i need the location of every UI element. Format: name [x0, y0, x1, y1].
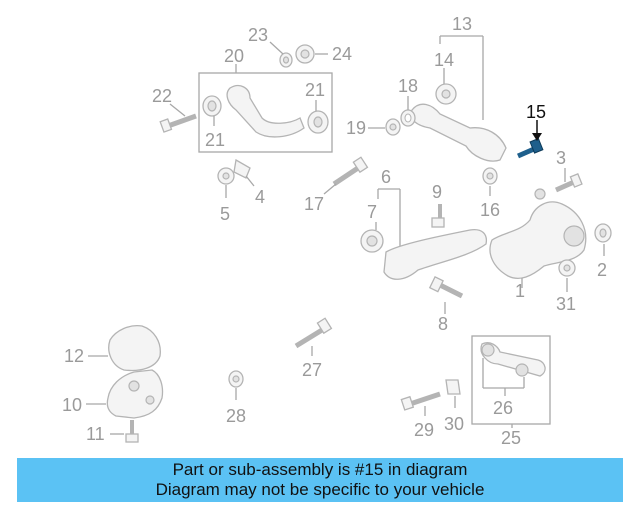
- part-12-cover[interactable]: [108, 324, 161, 372]
- label-29: 29: [414, 420, 434, 440]
- label-24: 24: [332, 44, 352, 64]
- label-30: 30: [444, 414, 464, 434]
- part-9-bolt[interactable]: [431, 204, 445, 228]
- leader-15-arrow: [532, 133, 542, 141]
- part-4-bracket[interactable]: [233, 158, 251, 179]
- label-2: 2: [597, 260, 607, 280]
- label-4: 4: [255, 187, 265, 207]
- label-28: 28: [226, 406, 246, 426]
- label-26: 26: [493, 398, 513, 418]
- part-5-bushing[interactable]: [217, 167, 235, 185]
- label-3: 3: [556, 148, 566, 168]
- leader-23: [269, 41, 284, 55]
- part-1-knuckle[interactable]: [489, 188, 587, 280]
- part-30-clip[interactable]: [445, 379, 461, 395]
- part-7-bushing[interactable]: [360, 229, 384, 253]
- label-18: 18: [398, 76, 418, 96]
- label-5: 5: [220, 204, 230, 224]
- label-11: 11: [86, 424, 105, 444]
- leader-22: [169, 103, 186, 117]
- label-19: 19: [346, 118, 366, 138]
- leader-4: [245, 175, 255, 187]
- label-25: 25: [501, 428, 521, 448]
- label-31: 31: [556, 294, 576, 314]
- part-21-bushing-left[interactable]: [202, 95, 222, 117]
- part-2-bushing[interactable]: [594, 223, 612, 243]
- label-1: 1: [515, 281, 525, 301]
- label-16: 16: [480, 200, 500, 220]
- part-21-bushing-right[interactable]: [307, 110, 329, 134]
- part-11-bolt[interactable]: [125, 420, 139, 443]
- part-23-washer[interactable]: [279, 52, 293, 68]
- part-28-bushing[interactable]: [228, 370, 244, 388]
- part-16-bushing[interactable]: [482, 167, 498, 185]
- label-23: 23: [248, 25, 268, 45]
- part-19-washer[interactable]: [385, 118, 401, 136]
- part-10-mount-bracket[interactable]: [106, 369, 164, 419]
- info-banner: Part or sub-assembly is #15 in diagram D…: [17, 458, 623, 502]
- label-27: 27: [302, 360, 322, 380]
- label-17: 17: [304, 194, 324, 214]
- label-13: 13: [452, 14, 472, 34]
- part-17-bolt[interactable]: [332, 156, 369, 187]
- box-25: [471, 335, 551, 425]
- label-14: 14: [434, 50, 454, 70]
- label-21b: 21: [305, 80, 325, 100]
- part-8-bolt[interactable]: [428, 275, 464, 299]
- part-15-bolt[interactable]: [516, 137, 544, 159]
- label-21a: 21: [205, 130, 225, 150]
- part-3-bolt[interactable]: [554, 173, 583, 193]
- part-13-lower-control-arm[interactable]: [410, 103, 507, 162]
- part-22-bolt[interactable]: [159, 113, 197, 133]
- label-8: 8: [438, 314, 448, 334]
- label-20: 20: [224, 46, 244, 66]
- part-26-link-arm[interactable]: [480, 342, 546, 377]
- part-29-bolt[interactable]: [400, 391, 441, 411]
- part-18-ring[interactable]: [400, 109, 416, 127]
- part-6-trailing-arm[interactable]: [383, 228, 488, 280]
- part-27-bolt[interactable]: [294, 317, 333, 349]
- label-15: 15: [526, 102, 546, 122]
- banner-line-1: Part or sub-assembly is #15 in diagram: [172, 460, 468, 479]
- part-24-bushing[interactable]: [295, 44, 315, 64]
- part-31-bushing[interactable]: [558, 259, 576, 277]
- label-7: 7: [367, 202, 377, 222]
- part-upper-control-arm[interactable]: [226, 84, 305, 138]
- leader-17: [323, 183, 337, 195]
- label-22: 22: [152, 86, 172, 106]
- label-9: 9: [432, 182, 442, 202]
- label-12: 12: [64, 346, 84, 366]
- part-14-bushing[interactable]: [435, 83, 457, 105]
- banner-line-2: Diagram may not be specific to your vehi…: [155, 480, 485, 499]
- label-10: 10: [62, 395, 82, 415]
- label-6: 6: [381, 167, 391, 187]
- box-20: [198, 72, 333, 153]
